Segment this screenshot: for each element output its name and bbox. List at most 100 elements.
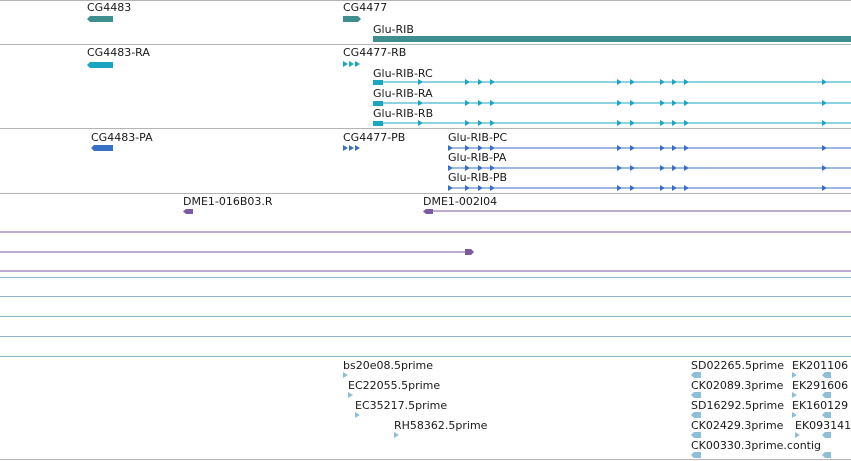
transcript-exon[interactable]: [373, 80, 383, 85]
protein-exon-arrow[interactable]: [822, 145, 827, 151]
protein-exon-arrow[interactable]: [684, 165, 689, 171]
transcript-exon-arrow[interactable]: [630, 100, 635, 106]
protein-exon-arrow[interactable]: [630, 145, 635, 151]
transcript-exon-arrow[interactable]: [822, 79, 827, 85]
transcript-exon-arrow[interactable]: [684, 120, 689, 126]
protein-glyph[interactable]: [91, 145, 113, 151]
protein-label[interactable]: Glu-RIB-PA: [448, 151, 507, 164]
est-glyph[interactable]: [792, 392, 797, 398]
clone-glyph[interactable]: [423, 209, 433, 214]
protein-exon-arrow[interactable]: [684, 185, 689, 191]
transcript-exon-arrow[interactable]: [660, 120, 665, 126]
protein-exon-arrow[interactable]: [617, 145, 622, 151]
clone-glyph[interactable]: [465, 249, 474, 255]
est-label[interactable]: bs20e08.5prime: [343, 359, 434, 372]
protein-label[interactable]: Glu-RIB-PB: [448, 171, 508, 184]
protein-exon-arrow[interactable]: [478, 185, 483, 191]
est-glyph[interactable]: [691, 392, 701, 398]
transcript-label[interactable]: CG4483-RA: [87, 46, 150, 59]
transcript-exon-arrow[interactable]: [672, 120, 677, 126]
est-glyph[interactable]: [394, 432, 399, 438]
protein-exon-arrow[interactable]: [490, 185, 495, 191]
protein-label[interactable]: CG4477-PB: [343, 131, 406, 144]
est-label[interactable]: EC22055.5prime: [348, 379, 441, 392]
transcript-exon[interactable]: [373, 101, 383, 106]
protein-exon-arrow[interactable]: [490, 145, 495, 151]
clone-glyph[interactable]: [183, 209, 193, 214]
gene-label[interactable]: CG4483: [87, 1, 132, 14]
est-glyph[interactable]: [792, 372, 797, 378]
est-label[interactable]: CK02089.3prime: [691, 379, 784, 392]
est-label[interactable]: EC35217.5prime: [355, 399, 448, 412]
transcript-exon-arrow[interactable]: [822, 120, 827, 126]
est-label[interactable]: EK291606: [792, 379, 849, 392]
est-glyph[interactable]: [822, 432, 831, 438]
protein-exon-arrow[interactable]: [660, 185, 665, 191]
transcript-exon-arrow[interactable]: [630, 120, 635, 126]
transcript-exon[interactable]: [373, 121, 383, 126]
transcript-exon-arrow[interactable]: [349, 61, 354, 67]
transcript-exon-arrow[interactable]: [617, 120, 622, 126]
gene-glyph[interactable]: [87, 16, 113, 22]
est-glyph[interactable]: [691, 432, 701, 438]
protein-exon-arrow[interactable]: [822, 165, 827, 171]
protein-exon-arrow[interactable]: [478, 145, 483, 151]
transcript-exon-arrow[interactable]: [617, 100, 622, 106]
protein-exon-arrow[interactable]: [448, 185, 453, 191]
transcript-label[interactable]: Glu-RIB-RC: [373, 67, 433, 80]
transcript-exon-arrow[interactable]: [465, 79, 470, 85]
protein-exon-arrow[interactable]: [684, 145, 689, 151]
protein-exon-arrow[interactable]: [660, 165, 665, 171]
protein-exon-arrow[interactable]: [343, 145, 348, 151]
protein-exon-arrow[interactable]: [672, 165, 677, 171]
transcript-exon-arrow[interactable]: [660, 100, 665, 106]
protein-exon-arrow[interactable]: [822, 185, 827, 191]
protein-exon-arrow[interactable]: [448, 165, 453, 171]
transcript-exon-arrow[interactable]: [630, 79, 635, 85]
est-label[interactable]: RH58362.5prime: [394, 419, 488, 432]
protein-exon-arrow[interactable]: [630, 165, 635, 171]
transcript-label[interactable]: CG4477-RB: [343, 46, 407, 59]
protein-exon-arrow[interactable]: [660, 145, 665, 151]
est-label[interactable]: CK02429.3prime: [691, 419, 784, 432]
protein-exon-arrow[interactable]: [448, 145, 453, 151]
protein-exon-arrow[interactable]: [465, 145, 470, 151]
protein-exon-arrow[interactable]: [465, 165, 470, 171]
transcript-label[interactable]: Glu-RIB-RB: [373, 107, 434, 120]
transcript-exon-arrow[interactable]: [660, 79, 665, 85]
est-glyph[interactable]: [348, 392, 353, 398]
gene-label[interactable]: Glu-RIB: [373, 23, 414, 36]
protein-label[interactable]: Glu-RIB-PC: [448, 131, 508, 144]
protein-exon-arrow[interactable]: [672, 185, 677, 191]
est-glyph[interactable]: [691, 372, 701, 378]
est-glyph[interactable]: [822, 412, 831, 418]
est-glyph[interactable]: [343, 372, 348, 378]
est-glyph[interactable]: [691, 452, 701, 458]
protein-label[interactable]: CG4483-PA: [91, 131, 153, 144]
est-label[interactable]: SD16292.5prime: [691, 399, 784, 412]
transcript-exon-arrow[interactable]: [684, 79, 689, 85]
gene-glyph[interactable]: [343, 16, 361, 22]
gene-label[interactable]: CG4477: [343, 1, 388, 14]
protein-exon-arrow[interactable]: [349, 145, 354, 151]
est-glyph[interactable]: [795, 432, 800, 438]
clone-label[interactable]: DME1-002I04: [423, 195, 498, 208]
transcript-exon-arrow[interactable]: [672, 79, 677, 85]
transcript-exon-arrow[interactable]: [465, 100, 470, 106]
protein-exon-arrow[interactable]: [630, 185, 635, 191]
protein-exon-arrow[interactable]: [355, 145, 360, 151]
protein-exon-arrow[interactable]: [672, 145, 677, 151]
transcript-exon-arrow[interactable]: [478, 79, 483, 85]
est-glyph[interactable]: [691, 412, 701, 418]
est-label[interactable]: EK201106: [792, 359, 849, 372]
est-glyph[interactable]: [822, 452, 831, 458]
protein-exon-arrow[interactable]: [465, 185, 470, 191]
transcript-exon-arrow[interactable]: [478, 100, 483, 106]
transcript-exon-arrow[interactable]: [490, 79, 495, 85]
protein-exon-arrow[interactable]: [490, 165, 495, 171]
est-glyph[interactable]: [822, 372, 831, 378]
clone-label[interactable]: DME1-016B03.R: [183, 195, 273, 208]
protein-exon-arrow[interactable]: [617, 185, 622, 191]
est-label[interactable]: EK093141: [795, 419, 851, 432]
est-glyph[interactable]: [355, 412, 360, 418]
